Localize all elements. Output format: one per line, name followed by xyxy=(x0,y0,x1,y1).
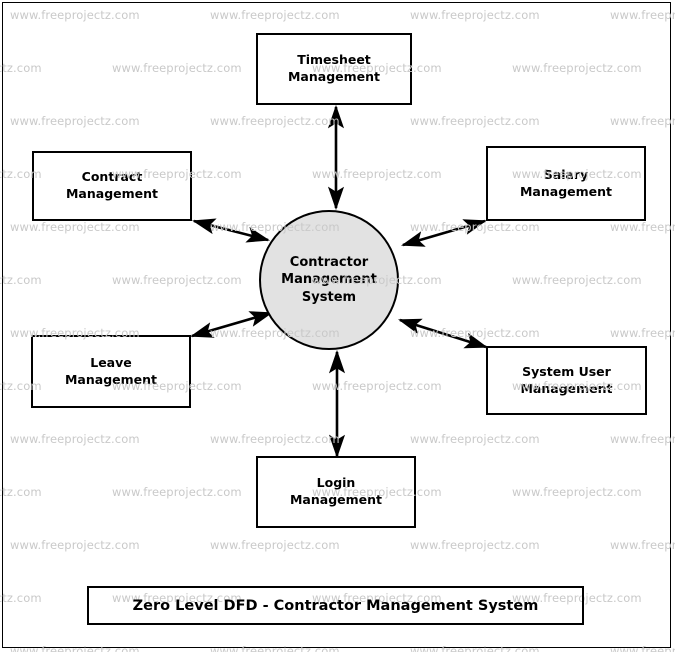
entity-salary-management[interactable]: Salary Management xyxy=(486,146,646,221)
process-label: Contractor Management System xyxy=(281,254,377,305)
entity-timesheet-management[interactable]: Timesheet Management xyxy=(256,33,412,105)
entity-system-user-management-label: System User Management xyxy=(520,363,613,396)
diagram-caption-text: Zero Level DFD - Contractor Management S… xyxy=(132,597,539,614)
entity-contract-management-label: Contract Management xyxy=(65,169,158,201)
entity-leave-management[interactable]: Leave Management xyxy=(31,335,191,408)
entity-login-management-label: Login Management xyxy=(289,475,382,507)
diagram-caption-box: Zero Level DFD - Contractor Management S… xyxy=(87,586,584,625)
entity-login-management[interactable]: Login Management xyxy=(256,456,416,528)
flow-salary-management xyxy=(401,219,487,247)
flow-leave-management xyxy=(190,311,273,338)
entity-contract-management[interactable]: Contract Management xyxy=(32,151,192,221)
entity-leave-management-label: Leave Management xyxy=(64,354,157,387)
flow-system-user-management xyxy=(398,318,488,349)
flow-contract-management xyxy=(191,218,271,243)
entity-timesheet-management-label: Timesheet Management xyxy=(287,52,380,84)
process-contractor-management-system[interactable]: Contractor Management System xyxy=(259,210,399,350)
entity-system-user-management[interactable]: System User Management xyxy=(486,346,647,415)
entity-salary-management-label: Salary Management xyxy=(519,166,612,199)
